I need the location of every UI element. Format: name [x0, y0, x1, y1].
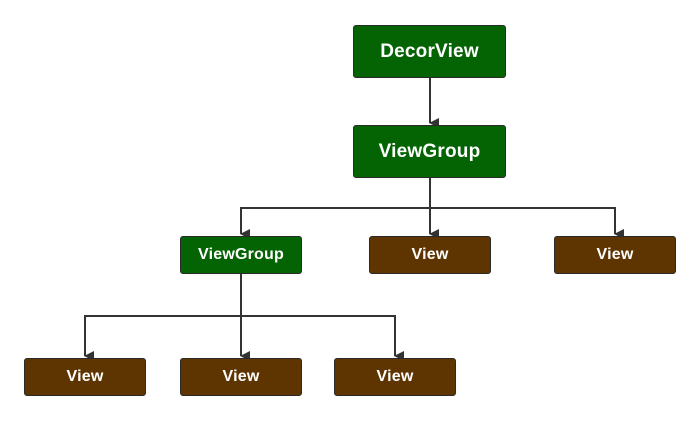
node-view-5: View [334, 358, 456, 396]
node-root-viewgroup: ViewGroup [353, 125, 506, 178]
node-child-viewgroup: ViewGroup [180, 236, 302, 274]
node-view-4: View [180, 358, 302, 396]
node-view-2: View [554, 236, 676, 274]
node-view-3: View [24, 358, 146, 396]
node-decorview: DecorView [353, 25, 506, 78]
node-view-1: View [369, 236, 491, 274]
